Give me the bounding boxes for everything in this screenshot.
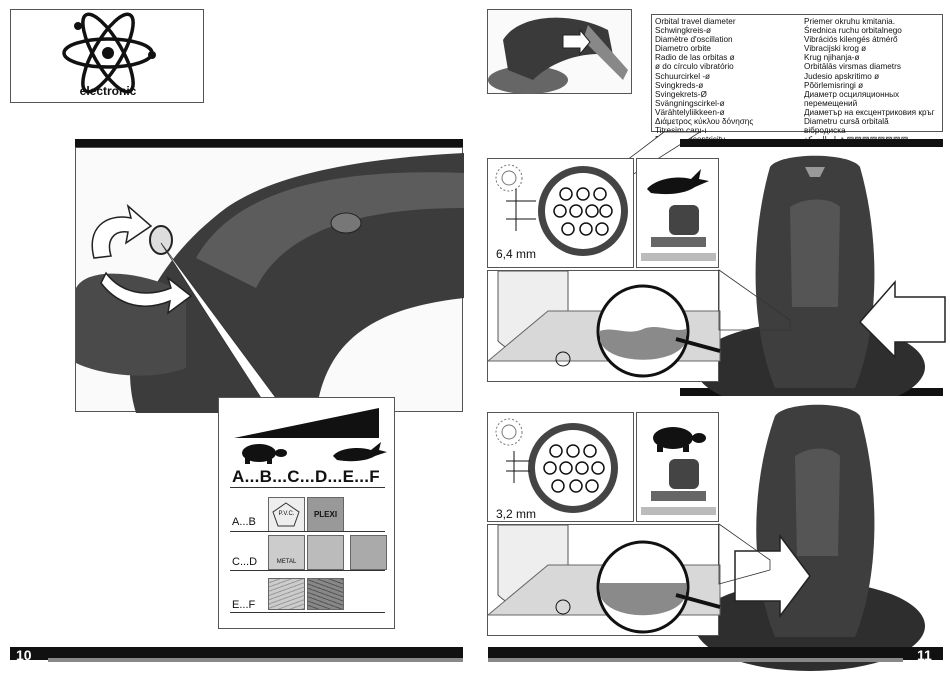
sander-thumbnail — [487, 9, 632, 94]
band-top-right-1 — [680, 139, 943, 147]
rule-3 — [230, 570, 385, 571]
orbit-panel-1: 6,4 mm — [487, 158, 634, 268]
speed-selection-chart — [218, 397, 395, 629]
sunburst-icon — [495, 418, 523, 446]
tortoise-icon — [242, 444, 287, 464]
logo-label: electronic — [79, 84, 137, 98]
hare-icon — [647, 169, 709, 195]
page-number-right: 11 — [917, 647, 932, 663]
row-label-ef: E...F — [232, 599, 256, 611]
sander-dial-illustration — [75, 147, 464, 413]
orbit-value-1: 6,4 mm — [496, 247, 537, 261]
tile-wood-sanding — [307, 535, 344, 570]
row-label-ab: A...B — [232, 516, 256, 528]
sander-side-icon — [641, 205, 716, 261]
rule-4 — [230, 612, 385, 613]
orbit-panel-2: 3,2 mm — [487, 412, 634, 522]
page-bar-right — [488, 647, 943, 660]
sander-top-view-2 — [680, 396, 943, 671]
page-bar-left-gray — [48, 658, 463, 662]
tile-plexi: PLEXI — [307, 497, 344, 532]
surface-panel-1 — [486, 270, 721, 382]
logo-box: electronic — [10, 9, 204, 103]
sunburst-icon — [495, 164, 523, 192]
orbit-value-2: 3,2 mm — [496, 507, 537, 521]
tile-pvc: P.V.C. — [268, 497, 305, 532]
tile-surface — [350, 535, 387, 570]
sander-side-icon — [641, 459, 716, 515]
tile-wood-2 — [307, 578, 344, 610]
page-bar-left — [10, 647, 463, 660]
band-top-left — [75, 139, 463, 147]
row-label-cd: C...D — [232, 556, 258, 568]
speed-letters: A...B...C...D...E...F — [232, 467, 380, 486]
tortoise-icon — [653, 427, 706, 452]
rule-2 — [230, 531, 385, 532]
tile-metal: METAL — [268, 535, 305, 570]
surface-panel-2 — [486, 524, 721, 636]
page-number-left: 10 — [16, 647, 32, 663]
speed-icon-panel-1 — [636, 158, 719, 268]
speed-icon-panel-2 — [636, 412, 719, 522]
legend-col-2: Priemer okruhu kmitania.Średnica ruchu o… — [804, 17, 935, 144]
page-bar-right-gray — [488, 658, 903, 662]
rule-1 — [230, 487, 385, 488]
hare-icon — [333, 442, 387, 462]
tile-wood-1 — [268, 578, 305, 610]
atom-icon — [62, 12, 156, 94]
